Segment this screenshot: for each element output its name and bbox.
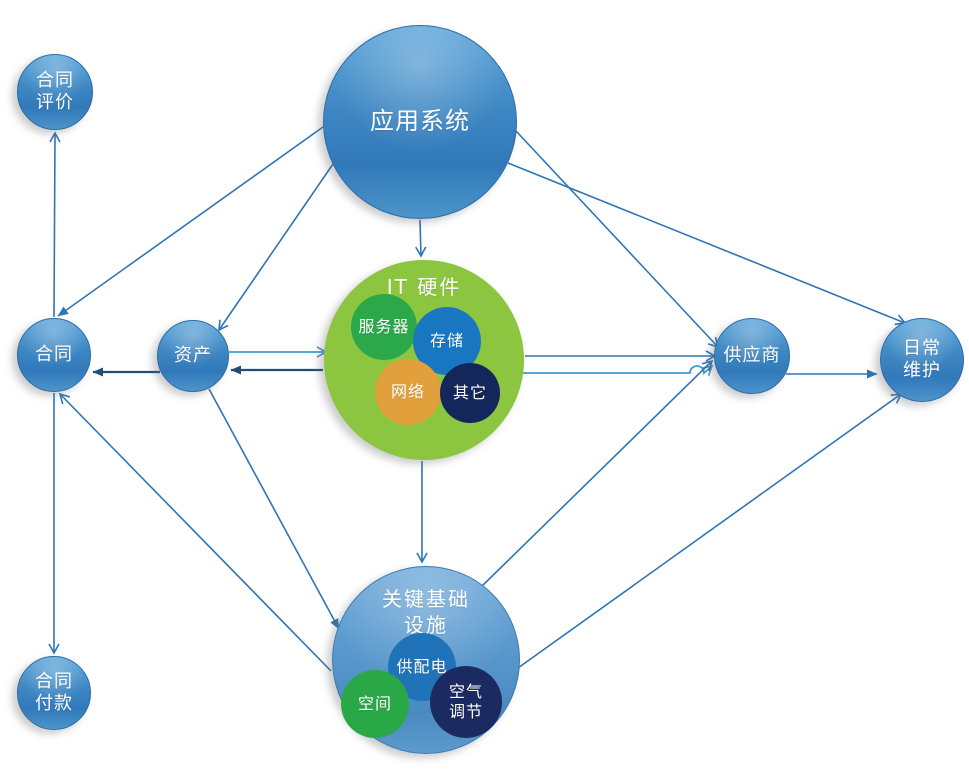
node-label-network: 网络	[390, 382, 425, 402]
edge-it-hardware-to-supplier-lower	[523, 364, 714, 376]
edge-application-system-to-it-hardware	[415, 219, 427, 258]
edge-asset-to-critical-infrastructure	[208, 388, 340, 630]
node-contract-evaluation: 合同 评价	[17, 54, 93, 130]
node-label-air-conditioning: 空气 调节	[448, 682, 483, 721]
edge-critical-infrastructure-to-daily-maintenance	[517, 393, 903, 669]
node-contract-payment: 合同 付款	[17, 656, 91, 730]
edge-application-system-to-contract	[57, 126, 324, 317]
edge-contract-to-contract-evaluation	[49, 131, 61, 318]
node-label-space: 空间	[357, 694, 392, 714]
node-application-system: 应用系统	[323, 25, 517, 219]
node-label-contract-payment: 合同 付款	[35, 671, 73, 714]
node-air-conditioning: 空气 调节	[430, 666, 502, 738]
group-title-critical-infrastructure: 关键基础 设施	[382, 587, 470, 637]
node-label-other: 其它	[452, 383, 487, 403]
node-contract: 合同	[17, 318, 91, 392]
node-label-contract-evaluation: 合同 评价	[36, 70, 74, 113]
edge-application-system-to-asset	[218, 163, 334, 332]
group-title-it-hardware: IT 硬件	[386, 275, 462, 299]
node-label-application-system: 应用系统	[370, 107, 470, 136]
node-label-asset: 资产	[174, 345, 212, 367]
node-supplier: 供应商	[714, 318, 790, 394]
node-space: 空间	[341, 670, 409, 738]
node-other: 其它	[440, 363, 500, 423]
node-daily-maintenance: 日常 维护	[880, 318, 964, 402]
edge-application-system-to-daily-maintenance	[507, 162, 907, 326]
node-label-supplier: 供应商	[723, 345, 781, 367]
node-label-server: 服务器	[358, 317, 410, 337]
node-label-power-supply: 供配电	[396, 657, 448, 677]
node-label-storage: 存储	[429, 331, 464, 351]
node-network: 网络	[375, 359, 441, 425]
node-label-daily-maintenance: 日常 维护	[903, 338, 941, 381]
edge-application-system-to-supplier	[515, 130, 720, 349]
node-asset: 资产	[157, 320, 229, 392]
node-server: 服务器	[351, 294, 417, 360]
node-label-contract: 合同	[35, 344, 73, 366]
edge-critical-infrastructure-to-contract	[58, 392, 332, 672]
